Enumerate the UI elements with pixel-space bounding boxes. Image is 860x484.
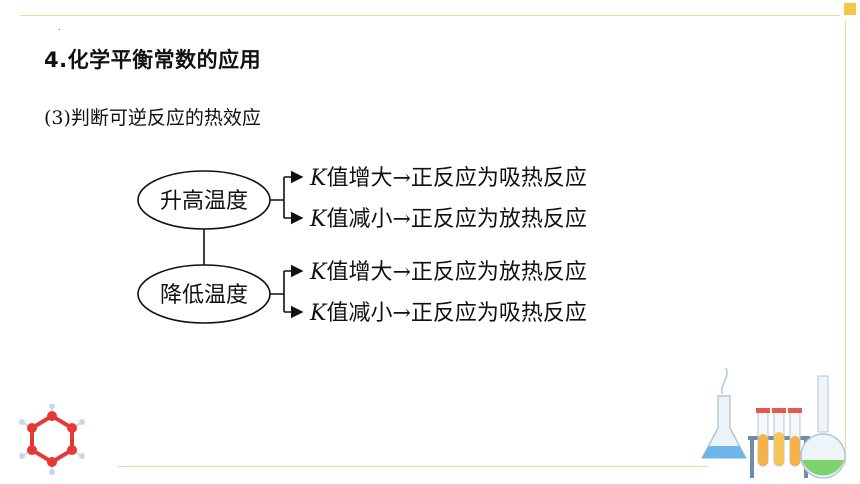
reaction-result: 正反应为放热反应	[411, 207, 587, 232]
result-arrow: →	[392, 301, 410, 326]
branch-raise-increase: K值增大→正反应为吸热反应	[309, 166, 587, 191]
frame-bottom-line	[118, 466, 708, 467]
molecule-ring-icon	[19, 404, 85, 475]
result-arrow: →	[392, 260, 410, 285]
result-arrow: →	[392, 207, 410, 232]
k-change: 值增大	[326, 166, 392, 191]
k-change: 值减小	[326, 301, 392, 326]
reaction-result: 正反应为吸热反应	[411, 301, 587, 326]
bracket-lower	[270, 270, 300, 313]
reaction-result: 正反应为吸热反应	[411, 166, 587, 191]
reaction-result: 正反应为放热反应	[411, 260, 587, 285]
condition-label-raise: 升高温度	[160, 189, 248, 214]
k-symbol: K	[309, 301, 328, 326]
slide-title: 4.化学平衡常数的应用	[44, 48, 262, 72]
k-symbol: K	[309, 260, 328, 285]
branch-lower-decrease: K值减小→正反应为吸热反应	[309, 301, 587, 326]
branch-raise-decrease: K值减小→正反应为放热反应	[309, 207, 587, 232]
k-symbol: K	[309, 207, 328, 232]
frame-top-line	[20, 15, 840, 16]
branch-lower-increase: K值增大→正反应为放热反应	[309, 260, 587, 285]
k-change: 值减小	[326, 207, 392, 232]
condition-label-lower: 降低温度	[160, 283, 248, 308]
corner-accent	[844, 3, 856, 15]
bracket-raise	[270, 176, 300, 219]
slide-subtitle: (3)判断可逆反应的热效应	[44, 107, 261, 129]
result-arrow: →	[392, 166, 410, 191]
frame-right-line	[845, 20, 846, 465]
decor-dot: .	[58, 23, 61, 32]
k-change: 值增大	[326, 260, 392, 285]
lab-glassware-icon	[700, 367, 846, 479]
k-symbol: K	[309, 166, 328, 191]
